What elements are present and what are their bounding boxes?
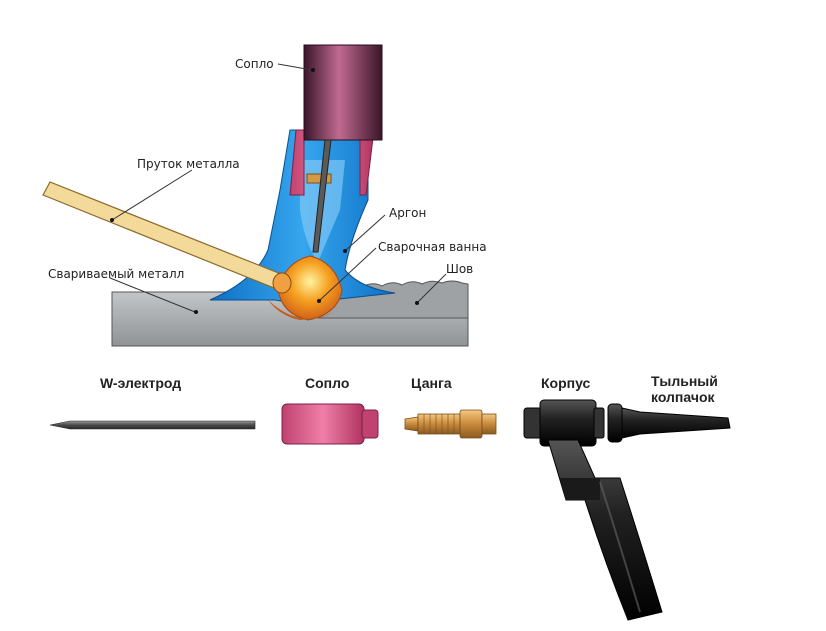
label-electrode: W-электрод <box>100 375 181 391</box>
label-back-cap-2: колпачок <box>651 389 715 405</box>
filler-rod-tip <box>272 272 292 294</box>
electrode-part <box>49 420 256 430</box>
label-weld-pool: Сварочная ванна <box>378 240 487 254</box>
label-seam: Шов <box>446 262 473 276</box>
label-collet: Цанга <box>411 375 452 391</box>
label-filler-rod: Пруток металла <box>137 157 240 171</box>
torch-body-part <box>523 399 663 621</box>
label-argon: Аргон <box>389 206 426 220</box>
back-cap-part <box>607 403 731 443</box>
label-nozzle: Сопло <box>235 57 274 71</box>
label-part-nozzle: Сопло <box>305 375 349 391</box>
label-base-metal: Свариваемый металл <box>48 267 184 281</box>
collet-part <box>404 409 497 439</box>
nozzle-part <box>281 403 379 445</box>
label-body: Корпус <box>541 375 591 391</box>
collet-section <box>306 173 332 184</box>
label-back-cap-1: Тыльный <box>651 373 718 389</box>
weld-pool <box>277 255 343 321</box>
nozzle-cap <box>303 44 383 141</box>
tungsten-electrode-section <box>312 139 332 253</box>
